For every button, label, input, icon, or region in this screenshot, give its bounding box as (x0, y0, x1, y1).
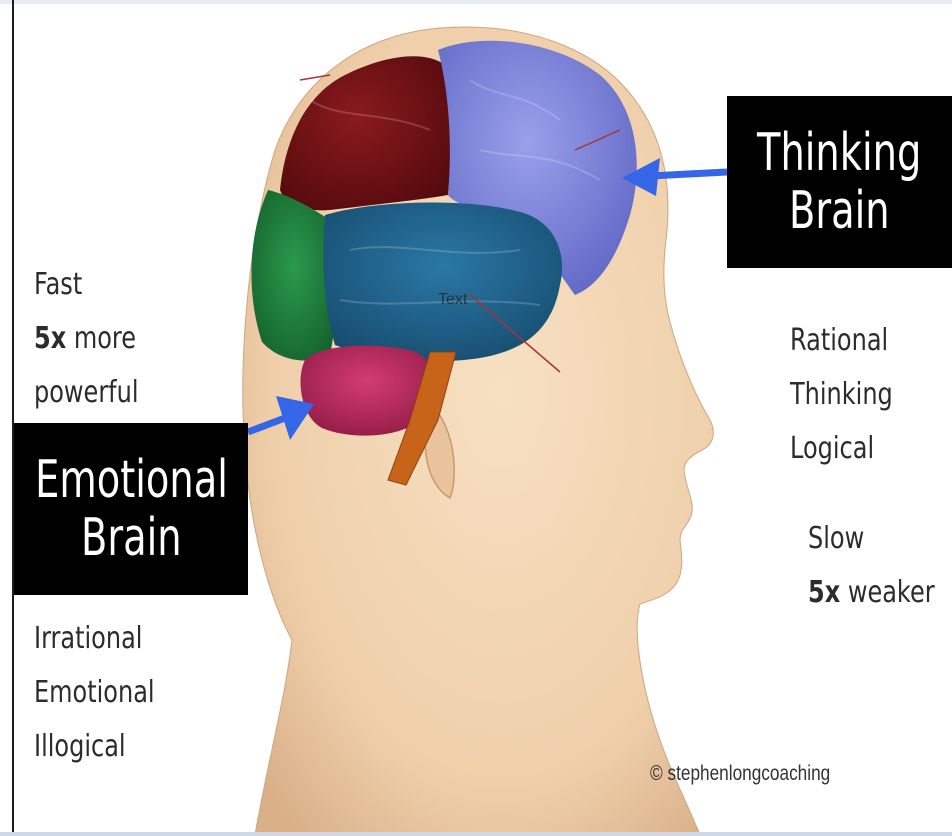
weaker-text: weaker (840, 575, 934, 610)
trait-powerful: powerful (34, 366, 139, 420)
thinking-label-line2: Brain (789, 182, 890, 240)
trait-thinking: Thinking (790, 368, 893, 422)
left-border (12, 0, 14, 836)
brain-inner-text: Text (438, 291, 467, 309)
emotional-traits-top: Fast 5x more powerful (34, 258, 165, 420)
multiplier-5x-right: 5x (808, 575, 840, 610)
trait-slow: Slow (808, 512, 935, 566)
trait-emotional: Emotional (34, 666, 155, 720)
trait-illogical: Illogical (34, 720, 155, 774)
bottom-border (0, 832, 952, 836)
temporal-lobe (323, 203, 562, 362)
thinking-traits-speed: Slow 5x weaker (808, 512, 952, 620)
top-border (0, 0, 952, 4)
emotional-brain-label: Emotional Brain (14, 423, 248, 595)
thinking-label-line1: Thinking (757, 124, 921, 182)
trait-logical: Logical (790, 422, 893, 476)
thinking-brain-label: Thinking Brain (727, 96, 952, 268)
emotional-label-line2: Brain (81, 509, 182, 567)
copyright-notice: © stephenlongcoaching (650, 762, 830, 786)
trait-more-powerful: 5x more (34, 312, 139, 366)
trait-irrational: Irrational (34, 612, 155, 666)
trait-rational: Rational (790, 314, 893, 368)
thinking-traits: Rational Thinking Logical (790, 314, 918, 476)
emotional-label-line1: Emotional (35, 451, 228, 509)
trait-weaker: 5x weaker (808, 566, 935, 620)
multiplier-5x: 5x (34, 321, 66, 356)
trait-fast: Fast (34, 258, 139, 312)
emotional-traits-bottom: Irrational Emotional Illogical (34, 612, 185, 774)
more-text: more (66, 321, 136, 356)
